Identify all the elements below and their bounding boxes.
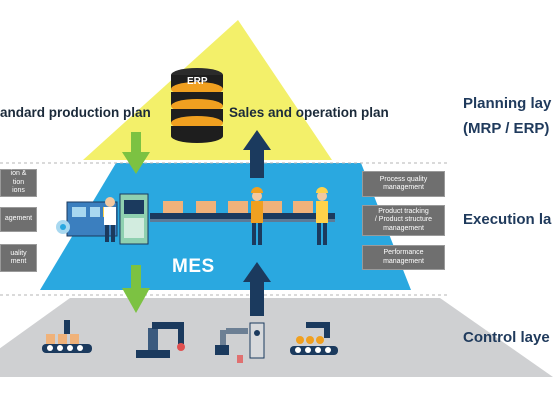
worker-icon xyxy=(104,197,116,242)
production-plan-text: andard production plan xyxy=(0,105,151,120)
planning-layer-label-line2: (MRP / ERP) xyxy=(463,120,550,137)
robot-arm-icon xyxy=(215,322,265,363)
control-layer-label: Control laye xyxy=(463,329,550,346)
right-function-box: Performance management xyxy=(362,245,445,270)
planning-layer-label-line1: Planning lay xyxy=(463,95,552,112)
mes-label: MES xyxy=(172,256,215,277)
erp-label: ERP xyxy=(187,76,208,87)
navy-up-arrow-lower xyxy=(243,262,271,316)
worker-icon xyxy=(316,187,328,245)
robot-arm-icon xyxy=(136,322,185,358)
left-function-box: ion & tion ions xyxy=(0,169,37,197)
green-down-arrow-upper xyxy=(122,132,150,174)
sales-operation-plan-text: Sales and operation plan xyxy=(229,105,389,120)
right-function-box: Process quality management xyxy=(362,171,445,197)
erp-database-icon xyxy=(171,68,223,143)
right-function-box: Product tracking / Product structure man… xyxy=(362,205,445,236)
navy-up-arrow-upper xyxy=(243,130,271,178)
left-function-box: agement xyxy=(0,207,37,232)
left-function-box: uality ment xyxy=(0,244,37,272)
worker-icon xyxy=(251,187,263,245)
conveyor-icon xyxy=(290,322,338,355)
green-down-arrow-lower xyxy=(122,265,150,313)
execution-layer-label: Execution la xyxy=(463,211,552,228)
conveyor-icon xyxy=(42,320,92,353)
